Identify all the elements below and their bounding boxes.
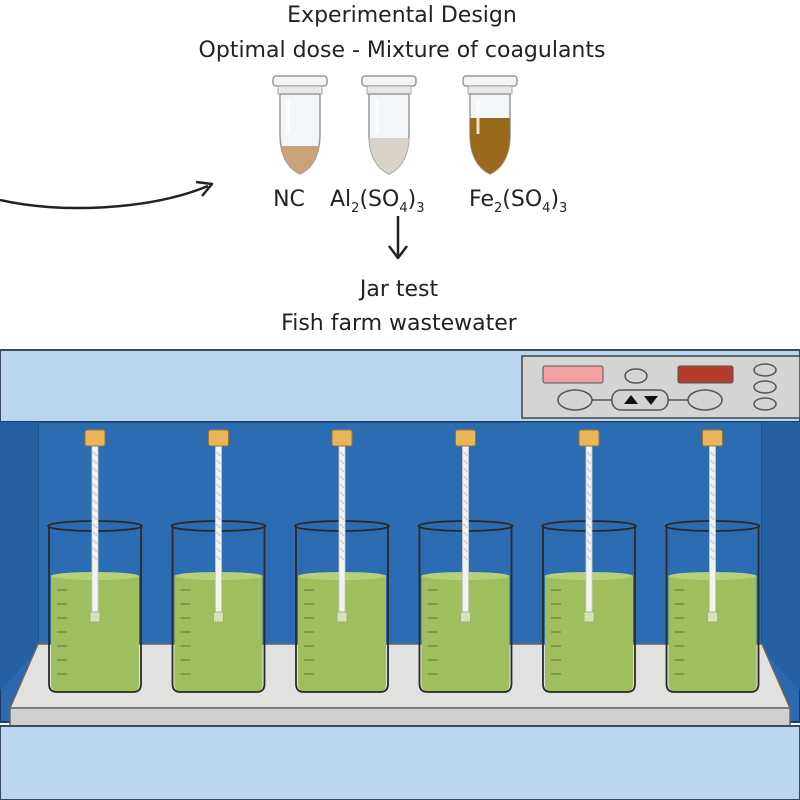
control-knob: [753, 363, 777, 377]
beaker-5: [541, 429, 637, 693]
beaker-4: [417, 429, 514, 693]
stirrer-cap: [455, 429, 476, 447]
beaker-2: [170, 429, 267, 693]
stirrer-cap: [578, 429, 600, 447]
beaker-group: [47, 429, 761, 693]
microtube-2: [462, 75, 518, 175]
process-line-wastewater: Fish farm wastewater: [281, 311, 518, 336]
microtube-0: [272, 75, 328, 175]
display-right: [677, 365, 734, 384]
process-line-jar-test: Jar test: [358, 277, 439, 302]
beaker-1: [47, 429, 143, 693]
triangle-up-icon: [624, 395, 638, 404]
beaker-3: [294, 429, 390, 693]
tube-label-al: Al2(SO4)3: [330, 187, 424, 216]
stirrer-cap: [702, 429, 723, 447]
tube-label-nc: NC: [273, 187, 305, 212]
stirrer-cap: [208, 429, 229, 447]
diagram-title: Experimental Design: [287, 3, 517, 28]
stirrer-cap: [331, 429, 353, 447]
display-left: [542, 365, 604, 384]
tube-label-fe: Fe2(SO4)3: [469, 187, 567, 216]
down-arrow-icon: [388, 216, 408, 260]
control-knob-large: [687, 389, 723, 411]
diagram-subtitle: Optimal dose - Mixture of coagulants: [199, 38, 606, 63]
tube-group: [272, 75, 518, 175]
beaker-6: [664, 429, 761, 693]
control-knob: [753, 380, 777, 394]
microtube-1: [361, 75, 417, 175]
apparatus-bottom-panel: [0, 725, 800, 800]
jar-test-apparatus: [0, 349, 800, 800]
control-knob: [753, 397, 777, 411]
control-panel: [521, 355, 800, 419]
curved-arrow-icon: [0, 180, 214, 210]
control-knob: [624, 368, 648, 384]
stirrer-cap: [84, 429, 106, 447]
triangle-down-icon: [644, 396, 658, 405]
